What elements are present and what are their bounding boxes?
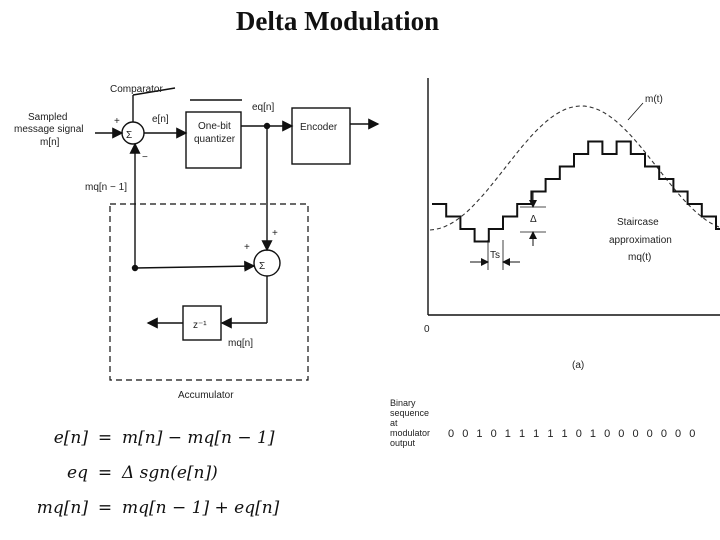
accumulator-box [109,203,309,381]
bit-9: 0 [575,428,582,440]
equation-3: mq[n]=mq[n − 1] + eq[n] [36,498,280,518]
sigma-2: Σ [259,261,265,272]
binary-sequence-label: Binary sequence at modulator output [390,398,431,448]
feedback-to-summer-arrow [134,260,256,272]
bit-8: 1 [561,428,568,440]
accumulator-label: Accumulator [178,390,234,401]
equation-2: eq=Δ sgn(e[n]) [67,463,218,483]
bit-0: 0 [448,428,455,440]
delta-label: Δ [530,214,537,225]
sigma-1: Σ [126,130,132,141]
bit-3: 0 [490,428,497,440]
input-label-2: message signal [14,124,83,135]
bit-15: 0 [660,428,667,440]
staircase-label-2: approximation [609,235,672,246]
bit-2: 1 [476,428,483,440]
block-diagram-labels: Comparator Sampled message signal m[n] +… [14,84,338,401]
block-diagram [95,87,380,381]
m-label: m(t) [645,94,663,105]
bit-6: 1 [533,428,540,440]
staircase-label-3: mq(t) [628,252,651,263]
feedback-label: mq[n − 1] [85,182,127,193]
quantizer-label-2: quantizer [194,134,236,145]
bit-1: 0 [462,428,469,440]
quantizer-label-1: One-bit [198,121,231,132]
staircase-approximation [432,140,720,243]
bit-17: 0 [689,428,696,440]
page-title: Delta Modulation [235,6,440,36]
bit-14: 0 [646,428,653,440]
encoder-label: Encoder [300,122,338,133]
accumulator-summer [253,249,281,277]
minus-sign: − [142,152,148,163]
bit-4: 1 [504,428,511,440]
bit-7: 1 [547,428,554,440]
bit-5: 1 [518,428,526,440]
caption-label: (a) [572,360,584,371]
bit-13: 0 [632,428,639,440]
equation-1: e[n]=m[n] − mq[n − 1] [53,428,275,448]
bit-11: 0 [604,428,611,440]
bit-10: 1 [589,428,597,440]
error-label: e[n] [152,114,169,125]
encoder-box [291,107,351,165]
input-label-1: Sampled [28,112,67,123]
input-label-3: m[n] [40,137,60,148]
plus-sign-3: + [272,228,278,239]
bit-16: 0 [675,428,682,440]
eq-label: eq[n] [252,102,274,113]
origin-label: 0 [424,324,430,335]
comparator-label: Comparator [110,84,163,95]
message-curve [429,105,720,231]
plus-sign-2: + [244,242,250,253]
mq-label: mq[n] [228,338,253,349]
bit-12: 0 [618,428,625,440]
staircase-label-1: Staircase [617,217,659,228]
plus-sign-1: + [114,116,120,127]
ts-label: Ts [490,250,500,261]
delay-label: z⁻¹ [193,320,207,331]
waveform-plot: m(t) Δ Ts Staircase approximation mq(t) … [424,78,720,371]
quantizer-box [185,111,242,169]
